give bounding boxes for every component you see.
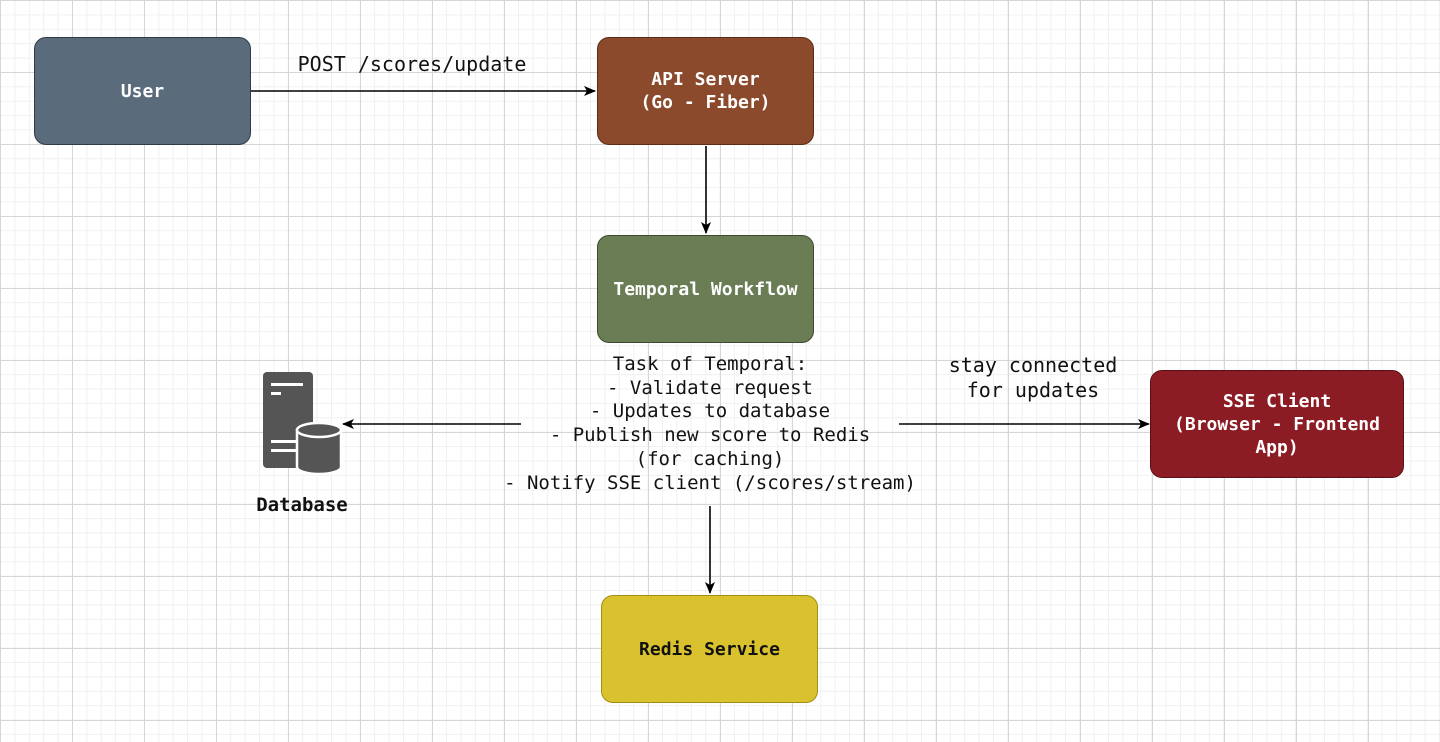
- sse-client-node[interactable]: SSE Client (Browser - Frontend App): [1150, 370, 1404, 478]
- server-database-icon: [263, 372, 343, 476]
- api-server-node[interactable]: API Server (Go - Fiber): [597, 37, 814, 145]
- temporal-workflow-node[interactable]: Temporal Workflow: [597, 235, 814, 343]
- temporal-tasks-text: Task of Temporal: - Validate request - U…: [504, 353, 916, 494]
- redis-service-node[interactable]: Redis Service: [601, 595, 818, 703]
- user-node[interactable]: User: [34, 37, 251, 145]
- edge-label-stay-connected: stay connected for updates: [948, 353, 1118, 402]
- edge-label-post-scores-update: POST /scores/update: [297, 52, 527, 76]
- database-label: Database: [256, 494, 348, 516]
